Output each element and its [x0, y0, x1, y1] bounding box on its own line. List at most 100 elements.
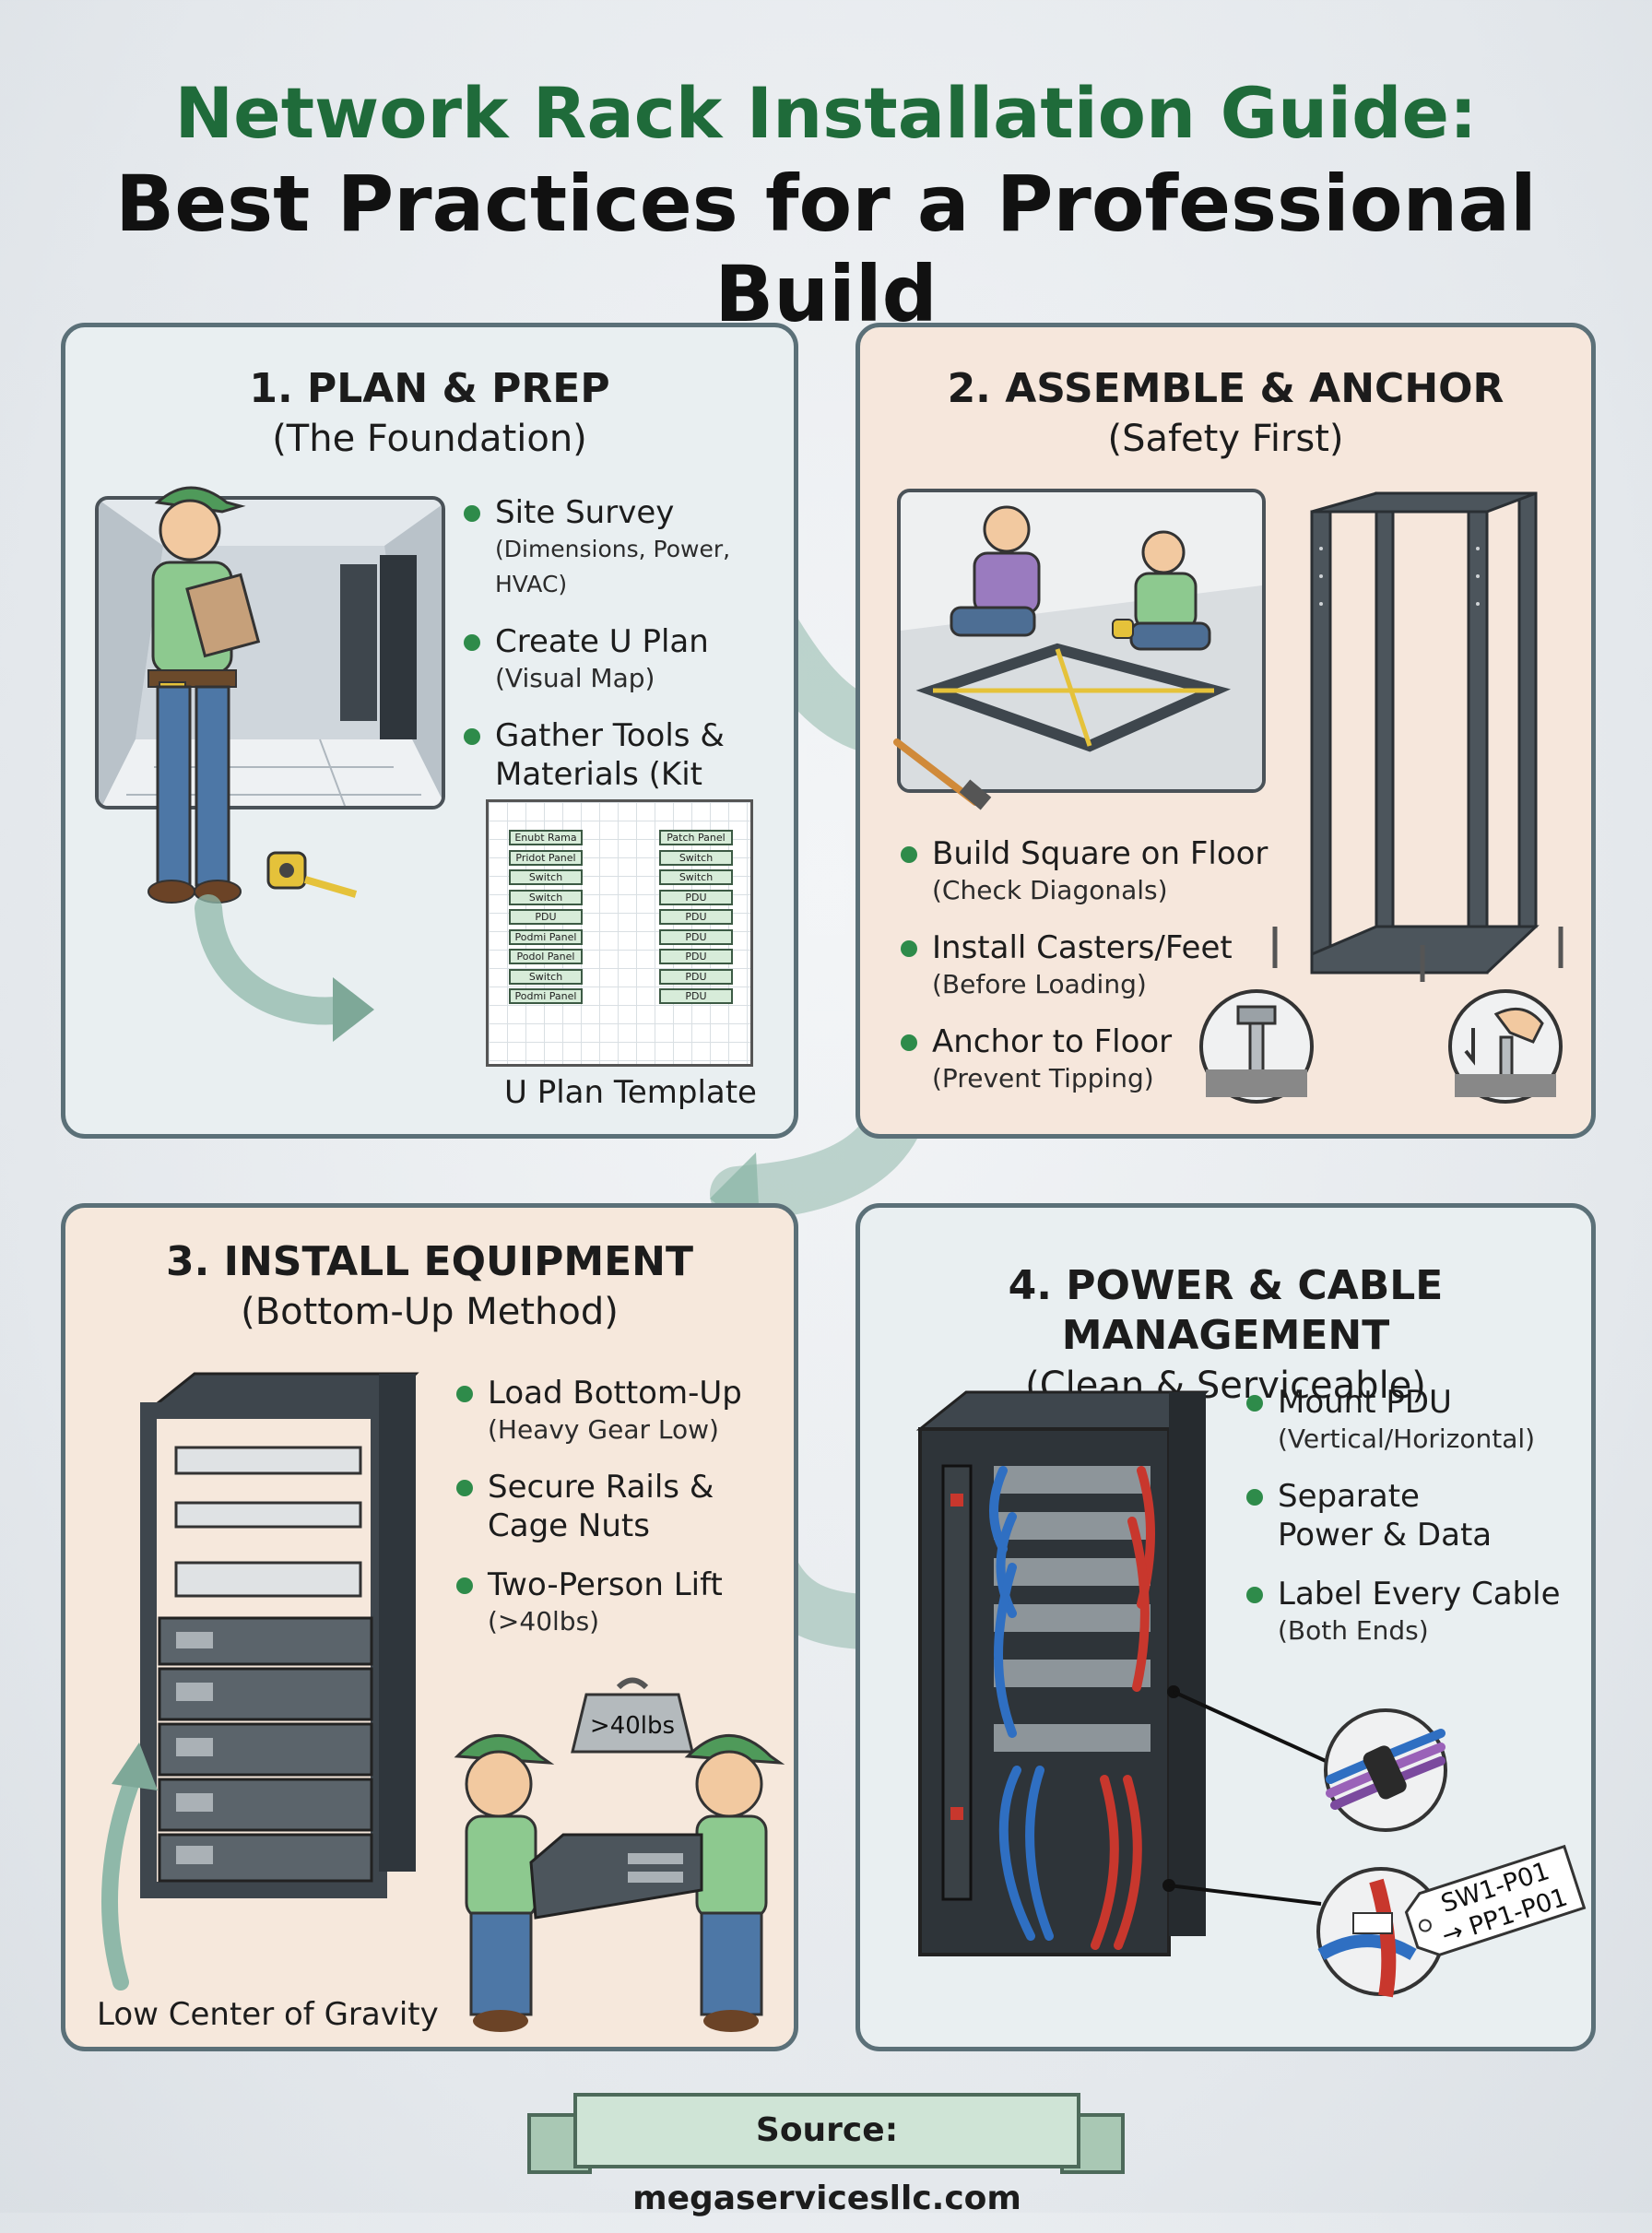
u-plan-slot: Switch: [509, 889, 583, 905]
two-person-lift-illustration: >40lbs: [454, 1677, 785, 2032]
bullet-main: Build Square on Floor: [932, 835, 1268, 872]
bullet-list: Build Square on Floor (Check Diagonals) …: [897, 834, 1284, 1116]
bullet-main: Label Every Cable: [1278, 1576, 1561, 1613]
panel-assemble-anchor: 2. ASSEMBLE & ANCHOR (Safety First): [856, 323, 1596, 1139]
u-plan-slot: PDU: [659, 949, 733, 964]
u-plan-slot: Podol Panel: [509, 949, 583, 964]
bullet-dot: [456, 1480, 473, 1496]
bullet-item: Mount PDU (Vertical/Horizontal): [1243, 1383, 1584, 1457]
curved-arrow-icon: [195, 894, 374, 1042]
bullet-main: Gather Tools &: [495, 717, 725, 754]
bullet-list: Mount PDU (Vertical/Horizontal) Separate…: [1243, 1383, 1584, 1669]
loaded-rack-illustration: [140, 1372, 419, 1898]
bullet-dot: [464, 505, 480, 522]
bullet-sub: (Dimensions, Power, HVAC): [495, 536, 731, 597]
bullet-item: Create U Plan (Visual Map): [460, 622, 792, 696]
title-line-2: Best Practices for a Professional Build: [115, 159, 1537, 339]
bullet-dot: [1246, 1395, 1263, 1412]
panel-heading: 2. ASSEMBLE & ANCHOR (Safety First): [860, 364, 1591, 464]
gravity-caption: Low Center of Gravity: [97, 1996, 439, 2033]
bullet-main: Mount PDU: [1278, 1384, 1452, 1421]
bullet-item: Install Casters/Feet (Before Loading): [897, 928, 1284, 1002]
bullet-sub: (Check Diagonals): [932, 875, 1168, 905]
u-plan-slot: Pridot Panel: [509, 849, 583, 866]
assembly-drawing: [901, 505, 1262, 789]
bullet-main: Load Bottom-Up: [488, 1375, 742, 1412]
bullet-main: Create U Plan: [495, 623, 709, 660]
bullet-main: Secure Rails &: [488, 1469, 714, 1506]
hammer-icon: [893, 738, 992, 810]
bullet-dot: [464, 634, 480, 651]
bullet-item: Load Bottom-Up (Heavy Gear Low): [453, 1374, 785, 1447]
bullet-item: Separate Power & Data: [1243, 1477, 1584, 1554]
u-plan-caption: U Plan Template: [504, 1074, 757, 1111]
u-plan-slot: Patch Panel: [659, 830, 733, 845]
assembly-illustration: [897, 489, 1266, 793]
panel-plan-prep: 1. PLAN & PREP (The Foundation): [61, 323, 798, 1139]
anchor-bolt-icon: [1199, 989, 1314, 1104]
bullet-list: Load Bottom-Up (Heavy Gear Low) Secure R…: [453, 1374, 785, 1660]
bullet-main: Site Survey: [495, 494, 675, 531]
bullet-dot: [1246, 1489, 1263, 1506]
panel-subtitle: (Bottom-Up Method): [241, 1291, 619, 1333]
bullet-item: Two-Person Lift (>40lbs): [453, 1565, 785, 1639]
bullet-sub: Power & Data: [1278, 1517, 1493, 1554]
u-plan-slot: Enubt Rama: [509, 830, 583, 845]
panel-subtitle: (The Foundation): [272, 418, 587, 460]
u-plan-slot: PDU: [509, 909, 583, 925]
bullet-dot: [901, 846, 917, 863]
u-plan-slot: PDU: [659, 889, 733, 905]
weight-label: >40lbs: [590, 1712, 675, 1740]
bullet-sub: Cage Nuts: [488, 1507, 650, 1544]
bullet-sub: (Vertical/Horizontal): [1278, 1424, 1536, 1454]
bullet-main: Separate: [1278, 1478, 1420, 1515]
u-plan-slot: Podmi Panel: [509, 928, 583, 945]
u-plan-slot: PDU: [659, 909, 733, 925]
bullet-item: Build Square on Floor (Check Diagonals): [897, 834, 1284, 908]
bullet-dot: [901, 1034, 917, 1051]
bullet-sub: (Prevent Tipping): [932, 1063, 1154, 1093]
bullet-main: Anchor to Floor: [932, 1023, 1173, 1060]
bullet-dot: [456, 1577, 473, 1594]
panel-heading: 1. PLAN & PREP (The Foundation): [65, 364, 794, 464]
bullet-item: Anchor to Floor (Prevent Tipping): [897, 1022, 1284, 1096]
bullet-item: Secure Rails & Cage Nuts: [453, 1468, 785, 1545]
callout-lines: [1162, 1685, 1327, 1906]
u-plan-slot: Switch: [509, 869, 583, 885]
bullet-dot: [456, 1386, 473, 1402]
u-plan-slot: Podmi Panel: [509, 988, 583, 1004]
bullet-item: Site Survey (Dimensions, Power, HVAC): [460, 493, 792, 602]
bullet-dot: [1246, 1587, 1263, 1603]
panel-heading: 3. INSTALL EQUIPMENT (Bottom-Up Method): [65, 1237, 794, 1337]
cabled-rack-illustration: [915, 1390, 1210, 1956]
technician-with-clipboard: [148, 486, 261, 904]
velcro-bundle-icon: [1324, 1708, 1447, 1832]
panel-subtitle: (Safety First): [1107, 418, 1344, 460]
panel-title: 2. ASSEMBLE & ANCHOR: [947, 365, 1504, 412]
panel-title: 4. POWER & CABLE MANAGEMENT: [1008, 1262, 1444, 1359]
u-plan-slot: PDU: [659, 988, 733, 1004]
source-banner: Source: megaservicesllc.com: [573, 2093, 1080, 2217]
bullet-main: Install Casters/Feet: [932, 929, 1233, 966]
hand-tightening-icon: [1448, 989, 1563, 1104]
bullet-main: Two-Person Lift: [488, 1566, 723, 1603]
upward-arrow-icon: [101, 1743, 158, 1991]
bullet-sub: (Heavy Gear Low): [488, 1414, 719, 1445]
rack-frame-illustration: [1272, 491, 1564, 982]
bullet-item: Label Every Cable (Both Ends): [1243, 1575, 1584, 1648]
tape-measure-icon: [266, 851, 358, 898]
title-line-1: Network Rack Installation Guide:: [174, 72, 1478, 154]
bullet-sub: (Before Loading): [932, 969, 1147, 999]
panel-power-cable: 4. POWER & CABLE MANAGEMENT (Clean & Ser…: [856, 1203, 1596, 2051]
bullet-dot: [901, 940, 917, 957]
cable-label-tag: SW1-P01 → PP1-P01: [1316, 1844, 1587, 1998]
u-plan-slot: PDU: [659, 968, 733, 985]
bullet-sub: (Both Ends): [1278, 1615, 1429, 1646]
bullet-dot: [464, 728, 480, 745]
panel-install-equipment: 3. INSTALL EQUIPMENT (Bottom-Up Method) …: [61, 1203, 798, 2051]
u-plan-slot: PDU: [659, 928, 733, 945]
u-plan-slot: Switch: [509, 968, 583, 985]
panel-title: 3. INSTALL EQUIPMENT: [165, 1238, 694, 1285]
panel-title: 1. PLAN & PREP: [249, 365, 610, 412]
